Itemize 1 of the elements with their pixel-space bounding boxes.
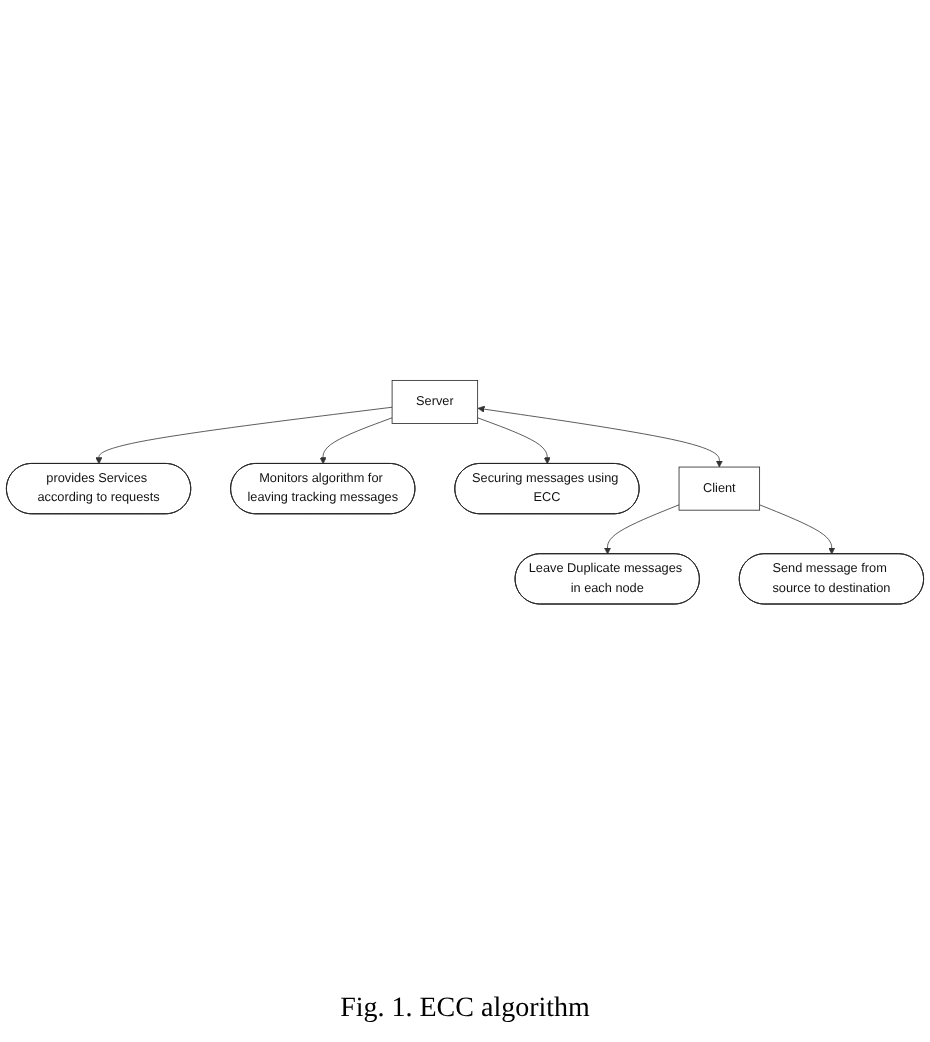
figure-caption: Fig. 1. ECC algorithm — [340, 992, 590, 1028]
